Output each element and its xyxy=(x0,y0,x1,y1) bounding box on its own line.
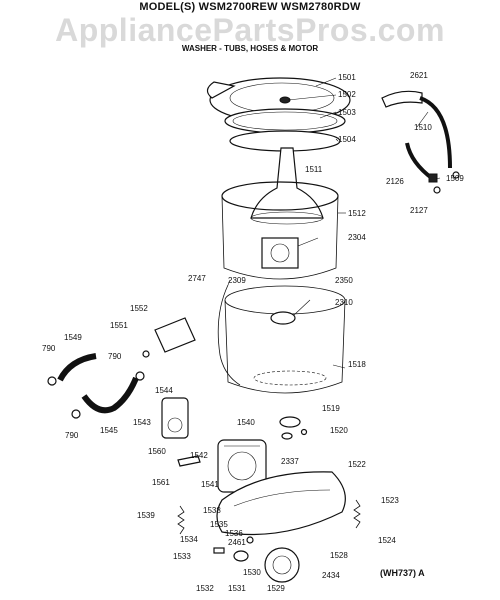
callout-1536: 1536 xyxy=(225,529,243,538)
small-parts-1530[interactable] xyxy=(213,536,254,562)
callout-1541: 1541 xyxy=(201,480,219,489)
callout-2127: 2127 xyxy=(410,206,428,215)
agitator-part[interactable] xyxy=(250,147,324,225)
diagram-subtitle: WASHER - TUBS, HOSES & MOTOR xyxy=(181,44,319,53)
outer-tub-part[interactable] xyxy=(224,285,346,394)
callout-1511: 1511 xyxy=(305,165,323,174)
callout-1532: 1532 xyxy=(196,584,214,593)
callout-1540: 1540 xyxy=(237,418,255,427)
callout-1501: 1501 xyxy=(338,73,356,82)
pump-1543-part[interactable] xyxy=(161,397,189,439)
callout-1542: 1542 xyxy=(190,451,208,460)
callout-1503: 1503 xyxy=(338,108,356,117)
model-title: MODEL(S) WSM2700REW WSM2780RDW xyxy=(139,1,361,13)
base-frame-1522[interactable] xyxy=(216,471,346,536)
diagram-code: (WH737) A xyxy=(380,568,425,578)
leader-lines xyxy=(227,77,441,369)
drive-parts-1519[interactable] xyxy=(279,416,308,440)
callout-790-mid: 790 xyxy=(108,352,122,361)
callout-1549: 1549 xyxy=(64,333,82,342)
callout-1529: 1529 xyxy=(267,584,285,593)
drain-hose-1549-part[interactable] xyxy=(47,353,97,386)
callout-2337: 2337 xyxy=(281,457,299,466)
inlet-hose-part[interactable] xyxy=(381,90,460,194)
callout-1510: 1510 xyxy=(414,123,432,132)
pulley-1528-part[interactable] xyxy=(264,547,300,583)
bracket-1552-part[interactable] xyxy=(142,317,196,358)
callout-1502: 1502 xyxy=(338,90,356,99)
callout-1538: 1538 xyxy=(203,506,221,515)
callout-1531: 1531 xyxy=(228,584,246,593)
callout-1543: 1543 xyxy=(133,418,151,427)
callout-1528: 1528 xyxy=(330,551,348,560)
callout-1524: 1524 xyxy=(378,536,396,545)
callout-1552: 1552 xyxy=(130,304,148,313)
callout-2747: 2747 xyxy=(188,274,206,283)
callout-1523: 1523 xyxy=(381,496,399,505)
wash-basket-part[interactable] xyxy=(221,181,339,280)
callout-2309: 2309 xyxy=(228,276,246,285)
callout-790-left: 790 xyxy=(42,344,56,353)
callout-2126: 2126 xyxy=(386,177,404,186)
spring-1523-part[interactable] xyxy=(353,499,361,529)
callout-1512: 1512 xyxy=(348,209,366,218)
callout-1519: 1519 xyxy=(322,404,340,413)
pump-hose-1545-part[interactable] xyxy=(71,371,145,419)
callout-1534: 1534 xyxy=(180,535,198,544)
callout-1504: 1504 xyxy=(338,135,356,144)
callout-1560: 1560 xyxy=(148,447,166,456)
callout-2434: 2434 xyxy=(322,571,340,580)
callout-1545: 1545 xyxy=(100,426,118,435)
callout-1535: 1535 xyxy=(210,520,228,529)
callout-2350: 2350 xyxy=(335,276,353,285)
callout-1522: 1522 xyxy=(348,460,366,469)
callout-790-bottom: 790 xyxy=(65,431,79,440)
callout-1561: 1561 xyxy=(152,478,170,487)
callout-2310: 2310 xyxy=(335,298,353,307)
callout-2304: 2304 xyxy=(348,233,366,242)
callout-2461: 2461 xyxy=(228,538,246,547)
callout-1533: 1533 xyxy=(173,552,191,561)
callout-1539: 1539 xyxy=(137,511,155,520)
callout-1509: 1509 xyxy=(446,174,464,183)
callout-1520: 1520 xyxy=(330,426,348,435)
callout-1544: 1544 xyxy=(155,386,173,395)
motor-clip-part[interactable] xyxy=(177,455,201,467)
spring-1539-part[interactable] xyxy=(177,505,185,535)
callout-2621: 2621 xyxy=(410,71,428,80)
callout-1551: 1551 xyxy=(110,321,128,330)
callout-1518: 1518 xyxy=(348,360,366,369)
watermark-logo: AppliancePartsPros.com xyxy=(55,12,445,48)
callout-1530: 1530 xyxy=(243,568,261,577)
hose-2747-part[interactable] xyxy=(217,284,241,386)
